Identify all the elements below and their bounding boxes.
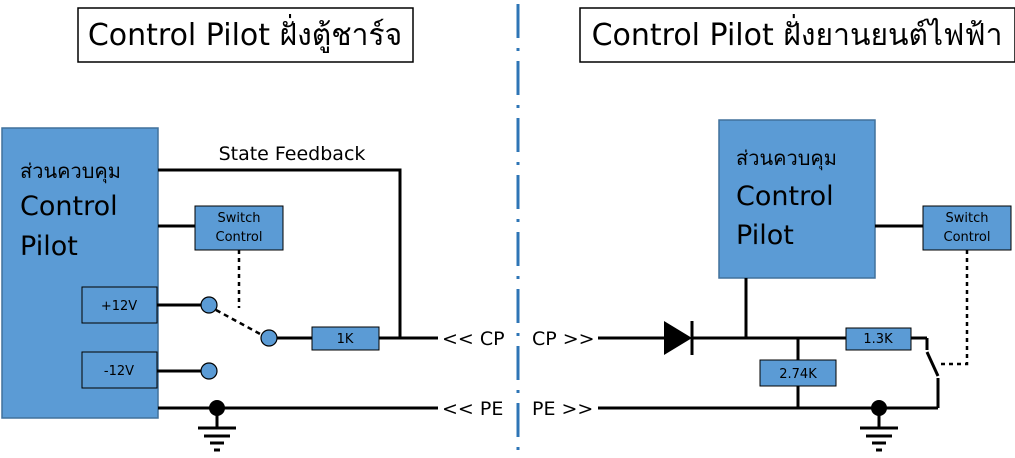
right-title-box — [579, 7, 1015, 63]
right-title: Control Pilot ฝั่งยานยนต์ไฟฟ้า — [592, 14, 1003, 53]
switch-control-right-box — [922, 205, 1012, 251]
resistor-2-74k-label: 2.74K — [779, 367, 817, 382]
switch-control-left-line2: Control — [216, 230, 263, 245]
pe-left-label: << PE — [442, 398, 503, 420]
minus12v-label: -12V — [104, 364, 134, 379]
resistor-2-74k — [759, 359, 837, 387]
right-block-control: Control — [736, 181, 834, 212]
pe-right-label: PE >> — [532, 398, 593, 420]
minus12v-box — [81, 351, 158, 389]
state-feedback-wire — [158, 168, 402, 338]
left-block-control: Control — [20, 191, 118, 222]
switch-control-left-box — [194, 205, 284, 251]
right-block-thai: ส่วนควบคุม — [736, 146, 837, 171]
left-switch-common — [260, 329, 278, 347]
state-feedback-label: State Feedback — [219, 143, 366, 165]
left-block-thai: ส่วนควบคุม — [20, 159, 121, 184]
diode-icon — [664, 321, 692, 355]
left-title: Control Pilot ฝั่งตู้ชาร์จ — [88, 14, 402, 53]
cp-right-label: CP >> — [532, 328, 595, 350]
cp-left-label: << CP — [442, 328, 505, 350]
left-title-box — [77, 7, 414, 63]
switch-control-right-dotted — [938, 250, 969, 366]
right-switch-arm — [925, 351, 940, 377]
resistor-1-3k-label: 1.3K — [863, 332, 893, 347]
switch-control-right-line1: Switch — [946, 211, 989, 226]
plus12v-label: +12V — [101, 299, 137, 314]
right-control-block — [718, 119, 876, 279]
right-block-pilot: Pilot — [736, 220, 794, 251]
left-block-pilot: Pilot — [20, 231, 78, 262]
minus12v-terminal — [200, 362, 218, 380]
left-switch-arm — [215, 308, 263, 337]
plus12v-terminal — [200, 296, 218, 314]
resistor-1k-label: 1K — [337, 332, 354, 347]
switch-control-left-line1: Switch — [218, 211, 261, 226]
plus12v-box — [81, 286, 158, 324]
switch-control-right-line2: Control — [944, 230, 991, 245]
